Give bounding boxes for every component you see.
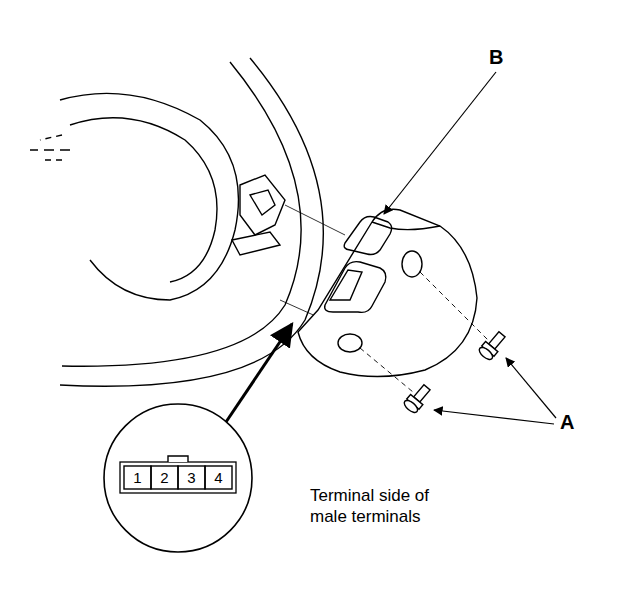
part-letter: B [489,46,503,69]
pin-number: 3 [178,466,205,489]
pin-number: 4 [205,466,232,489]
part-letter: A [560,411,574,434]
pin-number: 1 [124,466,151,489]
pin-number: 2 [151,466,178,489]
note-text: Terminal side of male terminals [310,485,460,528]
